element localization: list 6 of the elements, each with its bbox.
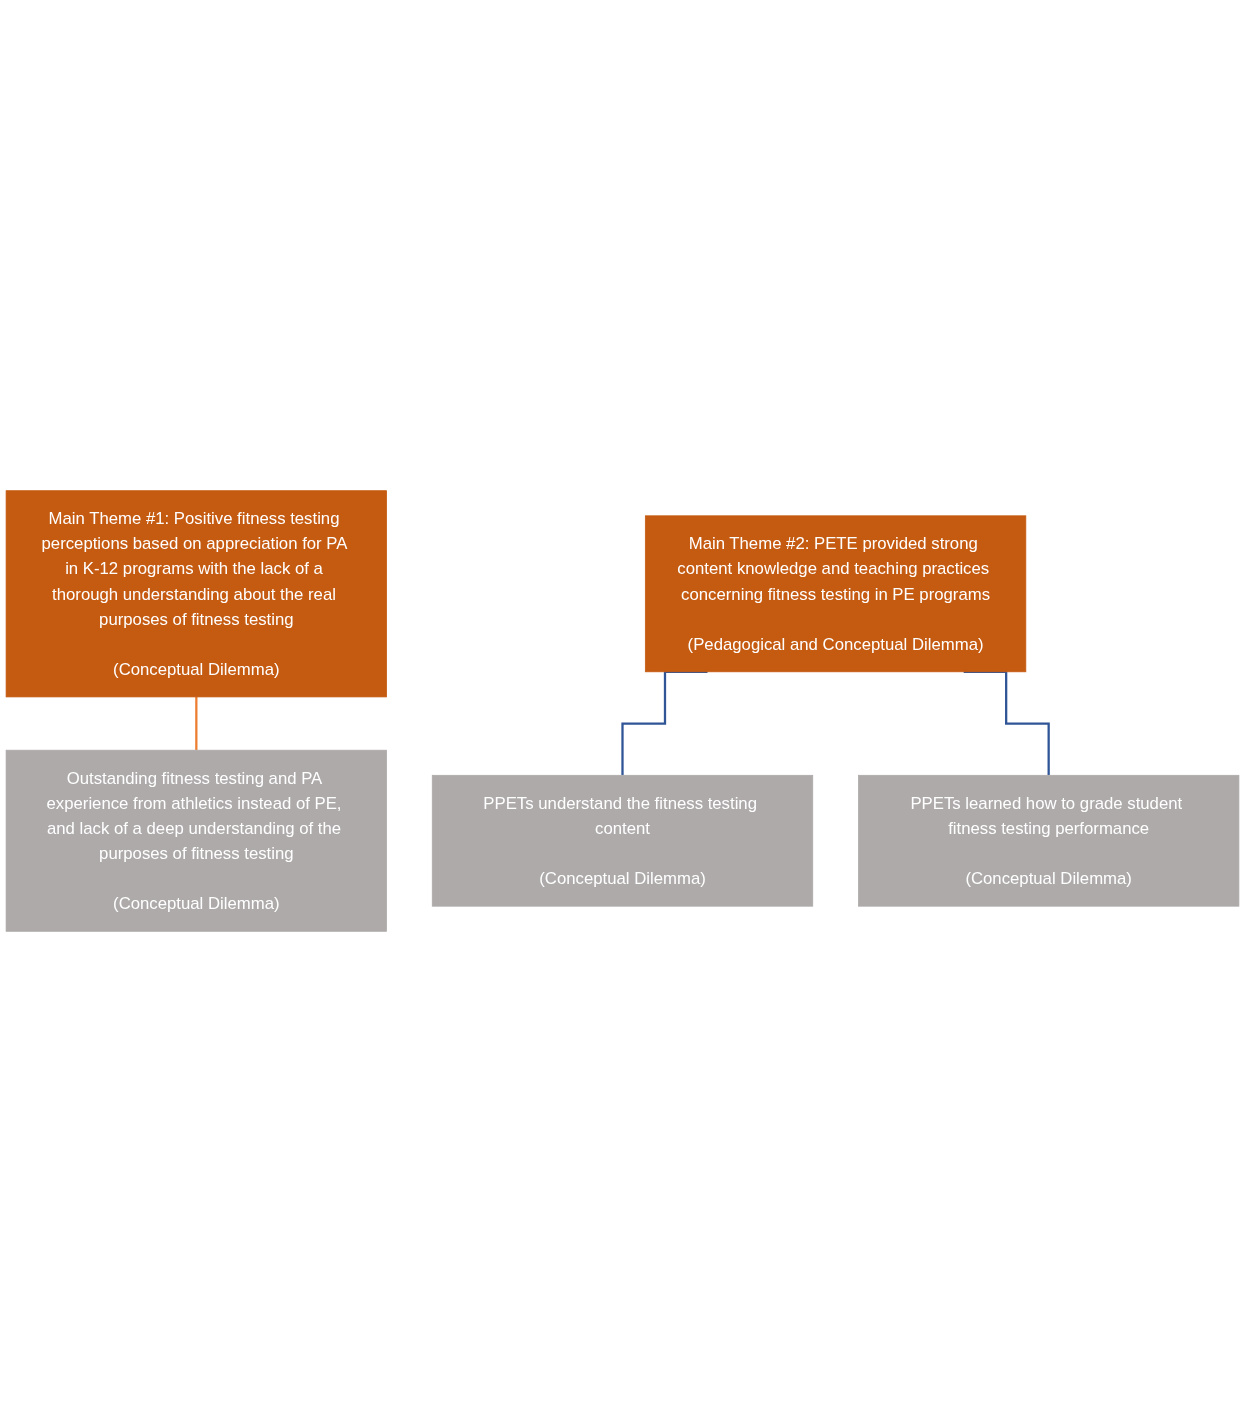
node-box: Main Theme #2: PETE provided strong content knowledge and teaching practices concerning fitness testing in PE programs (Pedagogical and Conceptual Dilemma) xyxy=(644,515,1027,673)
connector xyxy=(195,695,198,752)
node-box: Outstanding fitness testing and PA experience from athletics instead of PE, and lack of a deep understanding of the purposes of fitness testing (Conceptual Dilemma) xyxy=(5,749,387,932)
node-box: PPETs learned how to grade student fitness testing performance (Conceptual Dilemma) xyxy=(858,774,1240,907)
node-box: Main Theme #1: Positive fitness testing perceptions based on appreciation for PA in K-12 programs with the lack of a thorough understanding about the real purposes of fitness testing (Conceptual Dilemma) xyxy=(5,490,387,698)
node-box: PPETs understand the fitness testing content (Conceptual Dilemma) xyxy=(431,774,814,907)
